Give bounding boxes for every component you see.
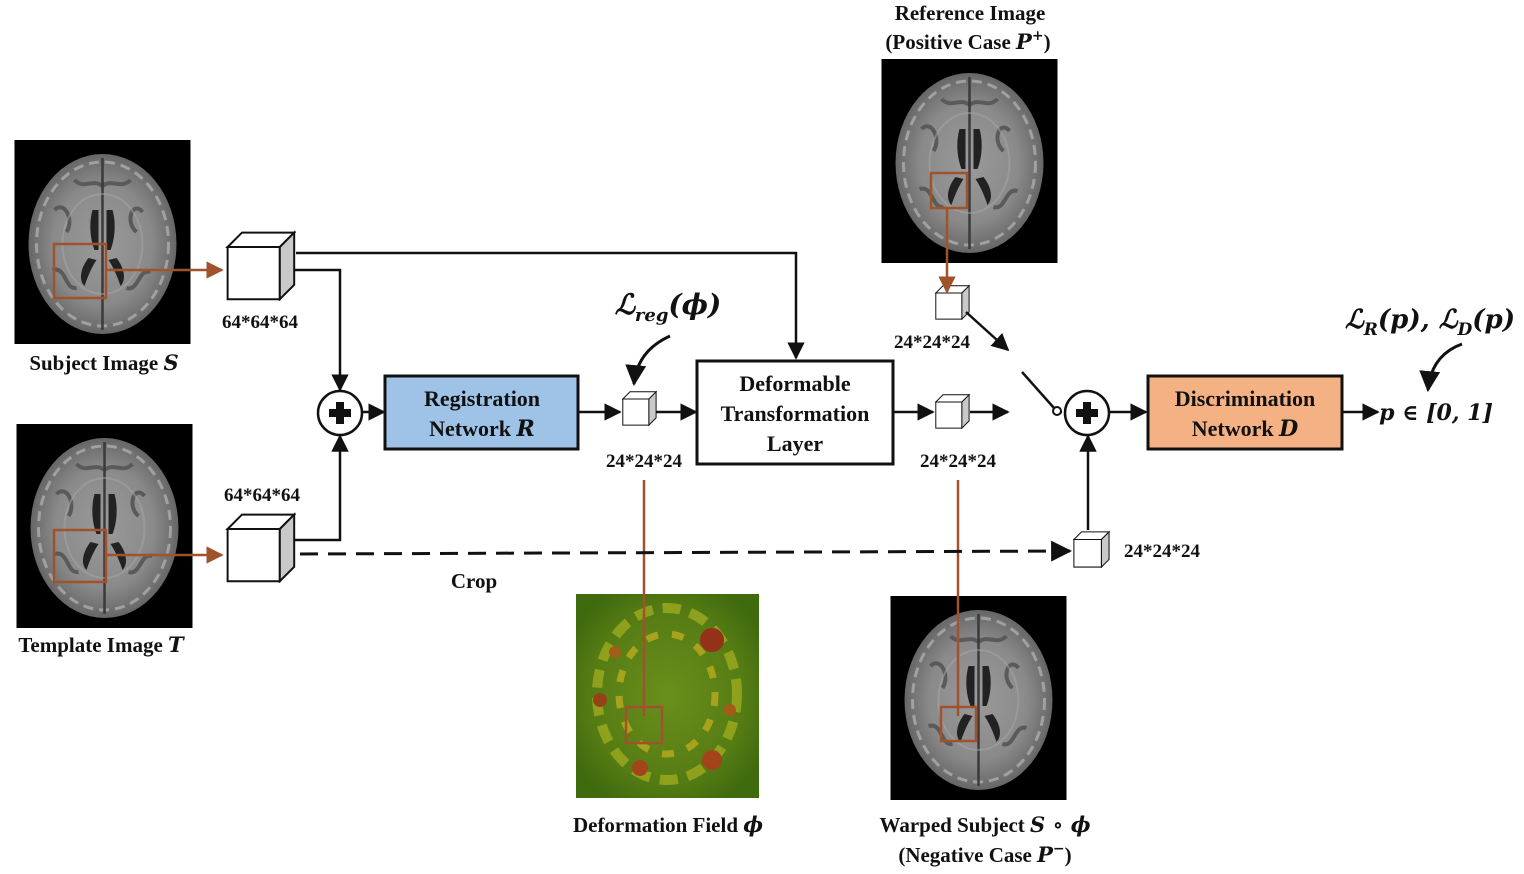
subject-patch-cube — [226, 231, 296, 301]
reference-patch-dims: 24*24*24 — [894, 332, 971, 353]
reference-patch-cube — [935, 285, 970, 320]
regularization-loss-label: ℒreg(ϕ) — [615, 288, 722, 326]
warped-caption-line1: Warped Subject S ∘ ϕ — [880, 812, 1091, 837]
cropped-patch-cube — [1073, 531, 1110, 568]
crop-dashed-line — [299, 540, 1073, 562]
warped-caption-line2: (Negative Case P−) — [898, 841, 1071, 867]
output-probability-label: p ∈ [0, 1] — [1379, 400, 1493, 426]
switch-pivot — [1052, 406, 1062, 416]
deformable-transformation-block: Deformable Transformation Layer — [695, 359, 895, 466]
concat-node-right — [1063, 389, 1111, 437]
template-image — [17, 424, 193, 628]
patch-links — [106, 208, 960, 716]
registration-line1: Registration — [424, 386, 540, 411]
reference-caption-line1: Reference Image — [895, 1, 1046, 25]
warped-subject-image — [891, 596, 1067, 800]
discrimination-line1: Discrimination — [1175, 386, 1316, 411]
warped-patch-dims: 24*24*24 — [920, 451, 997, 472]
deformation-field-image — [576, 594, 759, 798]
adversarial-loss-label: ℒR(p), ℒD(p) — [1345, 305, 1515, 340]
template-patch-cube — [226, 513, 296, 583]
warped-patch-cube — [935, 394, 970, 429]
adversarial-loss-arrow — [1419, 342, 1463, 393]
concat-node-left — [316, 389, 364, 437]
discrimination-network-block: Discrimination Network D — [1146, 374, 1344, 451]
transformation-line2: Transformation — [721, 401, 870, 426]
crop-label: Crop — [451, 569, 497, 593]
discrimination-line2: Network D — [1192, 416, 1298, 442]
subject-image — [15, 140, 191, 344]
deformation-field-caption: Deformation Field ϕ — [573, 812, 763, 837]
reference-image — [882, 59, 1058, 263]
template-patch-dims: 64*64*64 — [224, 485, 301, 506]
subject-patch-dims: 64*64*64 — [222, 312, 299, 333]
cropped-patch-dims: 24*24*24 — [1124, 541, 1201, 562]
transformation-line3: Layer — [767, 431, 823, 456]
deformation-patch-cube — [622, 391, 657, 426]
template-image-caption: Template Image T — [18, 632, 185, 657]
flow-lines — [294, 251, 1380, 542]
registration-line2: Network R — [429, 416, 535, 442]
deformation-patch-dims: 24*24*24 — [606, 451, 683, 472]
regularization-loss-arrow — [625, 334, 671, 387]
registration-network-block: Registration Network R — [383, 374, 580, 451]
reference-patch-box — [929, 171, 969, 210]
reference-caption-line2: (Positive Case P+) — [885, 28, 1050, 54]
transformation-line1: Deformable — [739, 371, 850, 396]
subject-image-caption: Subject Image S — [29, 350, 178, 375]
